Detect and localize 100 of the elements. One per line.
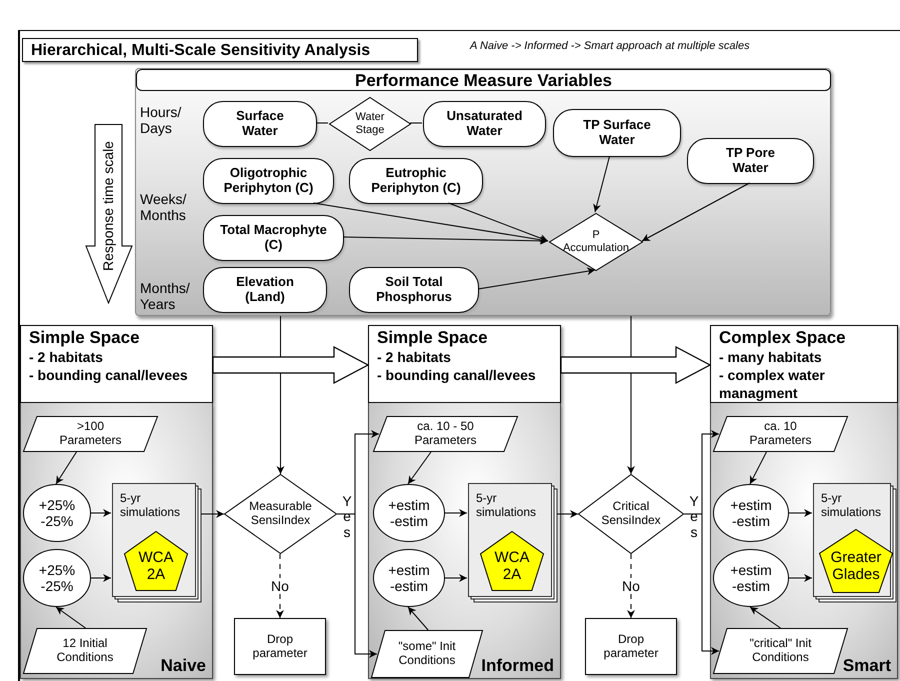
variable-label: Soil Total Phosphorus <box>375 275 453 305</box>
header-bullet: - complex water managment <box>719 366 826 402</box>
simulation-stack <box>813 483 897 603</box>
variable-box <box>687 138 814 184</box>
variable-box <box>423 101 546 147</box>
range-ellipse <box>713 484 789 542</box>
range-ellipse <box>713 549 789 607</box>
shape-label: ca. 10 Parameters <box>748 420 813 448</box>
decision-diamond <box>549 213 643 271</box>
variable-label: TP Pore Water <box>725 146 776 176</box>
box-label: Drop parameter <box>252 632 308 660</box>
arrow <box>56 606 86 628</box>
variable-label: Total Macrophyte (C) <box>219 223 328 253</box>
shape-label: "critical" Init Conditions <box>748 637 812 665</box>
header-bullet: - 2 habitats <box>29 348 103 366</box>
hollow-arrow <box>560 346 712 384</box>
arrow <box>408 606 429 630</box>
edge-label: No <box>621 578 641 594</box>
variable-box <box>203 101 317 147</box>
range-ellipse <box>23 484 91 542</box>
box-label: Drop parameter <box>602 632 660 660</box>
variable-label: Elevation (Land) <box>235 275 295 305</box>
arrow <box>478 267 596 290</box>
range-ellipse <box>23 549 91 607</box>
header-title: Simple Space <box>29 328 140 348</box>
arrow <box>200 510 224 518</box>
arrow <box>788 574 812 582</box>
stack-label: 5-yr simulations <box>821 491 882 520</box>
header-bullet: - bounding canal/levees <box>377 366 536 384</box>
stack-label: 5-yr simulations <box>476 491 538 520</box>
space-header-box <box>20 325 213 403</box>
connector-line <box>410 122 422 124</box>
shape-label: Water Stage <box>354 111 386 137</box>
arrow <box>556 510 578 518</box>
header-bullet: - many habitats <box>719 348 822 366</box>
shape-label: +25% -25% <box>38 496 76 530</box>
variable-label: Eutrophic Periphyton (C) <box>370 166 462 196</box>
input-parallelogram <box>23 416 158 452</box>
shape-label: Critical SensiIndex <box>600 500 662 528</box>
shape-label: Greater Glades <box>830 548 882 584</box>
variable-box <box>203 158 334 204</box>
stage-label: Naive <box>160 656 206 676</box>
simulation-stack <box>468 483 558 603</box>
decision-diamond <box>224 474 337 554</box>
arrow <box>444 509 468 517</box>
header-title: Simple Space <box>377 328 488 348</box>
input-parallelogram <box>371 630 483 678</box>
input-parallelogram <box>373 416 518 452</box>
arrow <box>444 574 468 582</box>
stage-label: Informed <box>481 656 554 676</box>
stage-panel <box>710 403 898 679</box>
stage-panel <box>20 403 213 679</box>
range-ellipse <box>373 549 445 607</box>
arrow <box>642 182 750 242</box>
stage-panel <box>368 403 561 679</box>
time-scale-title: Response time scale <box>100 140 116 273</box>
stage-label: Smart <box>842 656 891 676</box>
process-box <box>585 618 677 675</box>
variable-box <box>203 215 344 261</box>
shape-label: +estim -estim <box>387 496 431 530</box>
dashed-arrow <box>627 554 635 618</box>
time-scale-label: Weeks/ Months <box>140 191 188 223</box>
area-pentagon <box>480 531 544 591</box>
variable-box <box>349 158 483 204</box>
arrow <box>336 514 378 658</box>
input-parallelogram <box>23 628 147 674</box>
arrow <box>448 202 548 242</box>
space-header-box <box>368 325 561 403</box>
subtitle-note: A Naive -> Informed -> Smart approach at multiple scales <box>470 40 750 52</box>
range-ellipse <box>373 484 445 542</box>
shape-label: P Accumulation <box>562 229 630 255</box>
arrow <box>408 452 432 484</box>
variable-box <box>349 267 479 313</box>
process-box <box>234 618 326 675</box>
variable-label: Surface Water <box>235 109 285 139</box>
shape-label: "some" Init Conditions <box>397 640 457 668</box>
variable-box <box>553 109 681 157</box>
stack-label: 5-yr simulations <box>120 491 182 520</box>
arrow <box>342 236 548 245</box>
variable-label: TP Surface Water <box>582 118 652 148</box>
shape-label: +estim -estim <box>729 496 773 530</box>
dashed-arrow <box>276 554 284 618</box>
shape-label: 12 Initial Conditions <box>56 637 114 665</box>
connector-line <box>316 122 328 124</box>
arrow <box>750 452 767 484</box>
variable-box <box>203 267 327 313</box>
shape-label: +estim -estim <box>729 562 773 594</box>
simulation-stack <box>112 483 202 603</box>
input-parallelogram <box>713 416 848 452</box>
decision-diamond <box>578 474 684 554</box>
space-header-box <box>710 325 898 403</box>
variable-label: Unsaturated Water <box>446 109 524 139</box>
variable-label: Oligotrophic Periphyton (C) <box>222 166 314 196</box>
shape-label: WCA 2A <box>494 548 530 584</box>
arrow <box>684 514 720 655</box>
header-title: Complex Space <box>719 328 846 348</box>
header-bullet: - 2 habitats <box>377 348 451 366</box>
header-bullet: - bounding canal/levees <box>29 366 188 384</box>
arrow <box>593 156 610 212</box>
decision-diamond <box>329 97 411 151</box>
